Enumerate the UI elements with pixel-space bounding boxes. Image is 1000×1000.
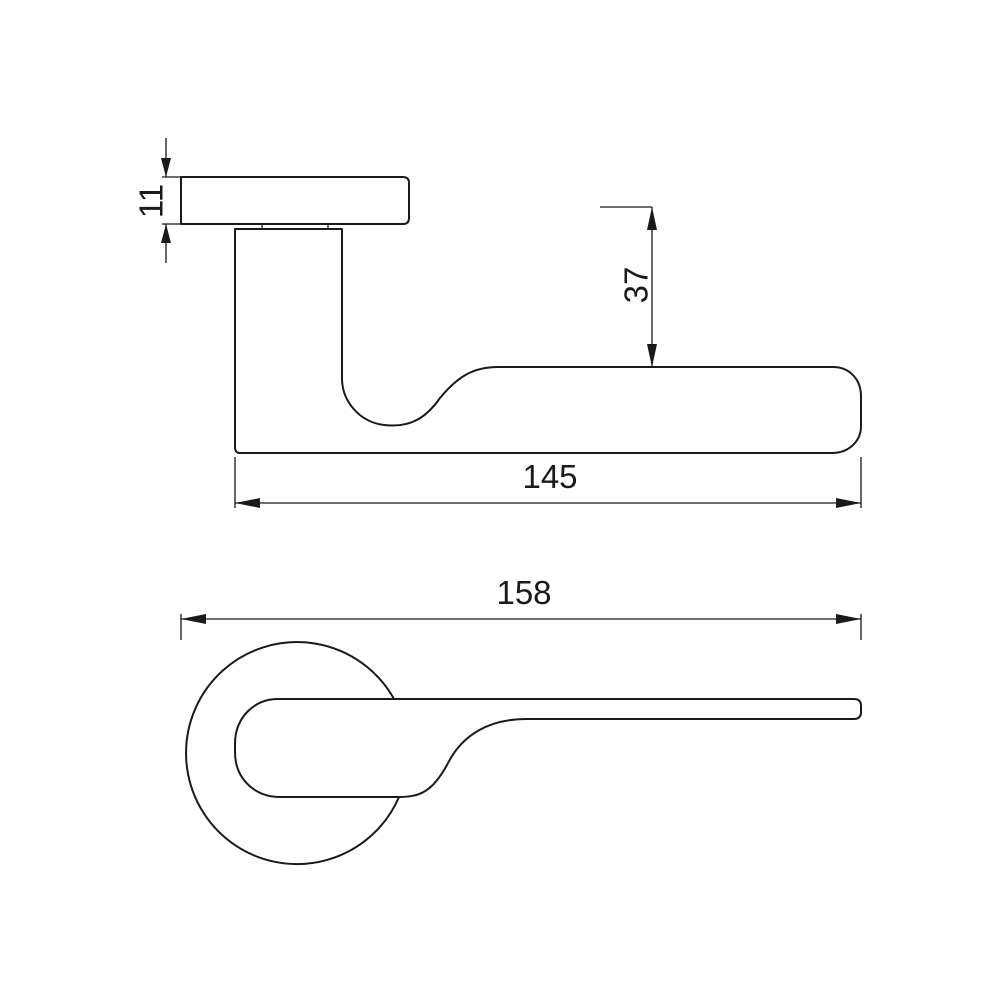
dimension-label-37: 37 <box>618 267 655 304</box>
dimension-label-158: 158 <box>496 574 551 611</box>
arrowhead <box>181 614 206 624</box>
dimension-rose-thickness: 11 <box>133 138 181 263</box>
arrowhead <box>836 498 861 508</box>
arrowhead <box>235 498 260 508</box>
dimension-overall-length: 158 <box>180 574 862 640</box>
dimension-label-11: 11 <box>133 184 170 218</box>
top-view: 158 <box>180 574 862 866</box>
side-view: 11 37 145 <box>133 138 862 508</box>
lever-top-profile <box>234 698 862 798</box>
arrowhead <box>161 224 171 243</box>
rose-disc-top <box>185 641 400 866</box>
arrowhead <box>647 344 657 367</box>
dimension-lever-length: 145 <box>234 457 862 508</box>
arrowhead <box>647 207 657 230</box>
lever-side-profile <box>234 228 862 454</box>
rose-plate-side <box>180 176 410 225</box>
dimension-label-145: 145 <box>522 458 577 495</box>
arrowhead <box>836 614 861 624</box>
dimension-lever-drop: 37 <box>600 206 657 367</box>
arrowhead <box>161 158 171 177</box>
